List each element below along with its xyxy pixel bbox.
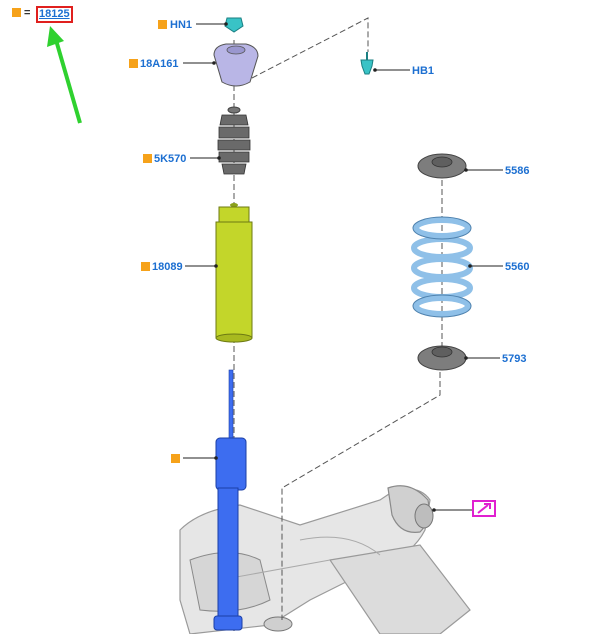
external-link-button[interactable] bbox=[472, 500, 496, 517]
part-label-hb1[interactable]: HB1 bbox=[412, 65, 435, 77]
hn1-marker bbox=[158, 20, 167, 29]
bump-stop-part[interactable] bbox=[217, 106, 251, 175]
part-label-18089[interactable]: 18089 bbox=[152, 261, 183, 273]
dust-cover-part[interactable] bbox=[215, 203, 253, 343]
part-label-hn1[interactable]: HN1 bbox=[170, 19, 193, 31]
leader-dots bbox=[212, 22, 472, 512]
upper-spring-seat-part[interactable] bbox=[417, 153, 467, 179]
lower-spring-seat-part[interactable] bbox=[417, 345, 467, 371]
18a161-marker bbox=[129, 59, 138, 68]
shock-absorber-part[interactable] bbox=[213, 369, 247, 631]
part-label-5586[interactable]: 5586 bbox=[505, 165, 530, 177]
legend-equals: = bbox=[24, 7, 31, 19]
coil-spring-part[interactable] bbox=[411, 217, 473, 317]
top-nut-part[interactable] bbox=[224, 17, 244, 33]
5k570-marker bbox=[143, 154, 152, 163]
coil-spring-outline bbox=[412, 216, 472, 318]
legend-marker bbox=[12, 8, 21, 17]
external-link-icon bbox=[477, 503, 491, 514]
part-label-18a161[interactable]: 18A161 bbox=[140, 58, 179, 70]
legend-part-code-link[interactable]: 18125 bbox=[36, 6, 73, 23]
upper-mount-part[interactable] bbox=[213, 43, 259, 87]
part-label-5560[interactable]: 5560 bbox=[505, 261, 530, 273]
bolt-part[interactable] bbox=[360, 52, 374, 75]
arrow-icon bbox=[47, 26, 82, 124]
part-label-5793[interactable]: 5793 bbox=[502, 353, 527, 365]
subframe-assembly bbox=[179, 485, 471, 634]
part-label-5k570[interactable]: 5K570 bbox=[154, 153, 187, 165]
18089-marker bbox=[141, 262, 150, 271]
leader-lines bbox=[183, 23, 503, 511]
shock-absorber-marker[interactable] bbox=[171, 454, 180, 463]
